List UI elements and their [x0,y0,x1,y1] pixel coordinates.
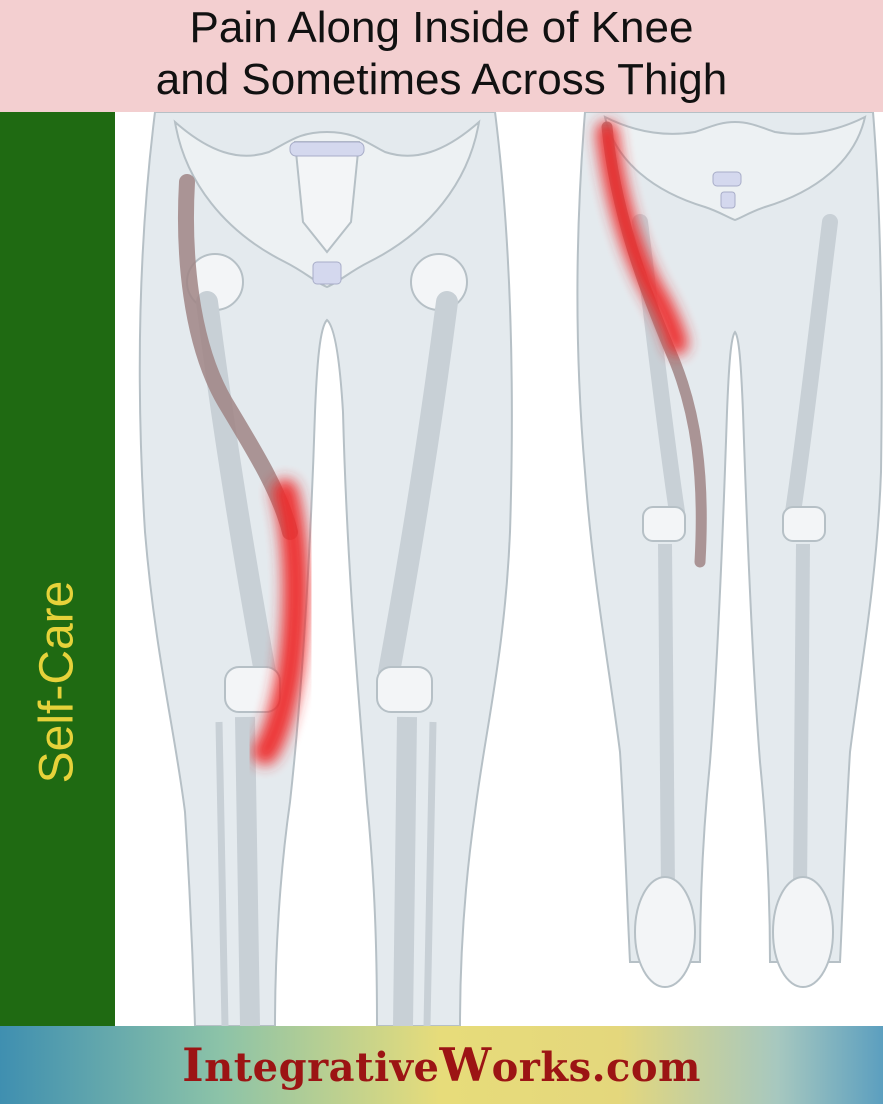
large-femur-right [378,291,458,683]
anatomy-svg [138,111,883,1027]
large-spine-disc [289,141,365,157]
small-pelvis [603,115,867,222]
small-knee-right [782,506,826,542]
small-foot-right [772,876,834,988]
large-fibula-left [215,721,229,1027]
large-fibula-right [423,721,437,1027]
large-knee-right [376,666,433,713]
large-femur-left [196,291,276,683]
small-tibia-left [658,543,675,893]
small-spine-disc [712,171,742,187]
small-figure [576,111,883,988]
sidebar-label: Self-Care [30,580,84,784]
small-femur-right [785,214,838,520]
large-coccyx [312,261,342,285]
brand-initial-i: I [182,1038,205,1092]
brand-logo-text[interactable]: IntegrativeWorks.com [0,1038,883,1092]
title-line-2: and Sometimes Across Thigh [155,55,728,104]
brand-initial-w: W [439,1038,492,1092]
title-banner: Pain Along Inside of Knee and Sometimes … [0,0,883,112]
large-pain-zone [252,479,309,765]
self-care-sidebar: Self-Care [0,112,115,1026]
title-line-1: Pain Along Inside of Knee [189,3,694,52]
large-tibia-right [393,716,417,1027]
brand-rest-1: ntegrative [204,1044,440,1091]
brand-footer: IntegrativeWorks.com [0,1026,883,1104]
small-knee-left [642,506,686,542]
small-tibia-right [793,543,810,893]
leg-anatomy-illustration [115,111,883,1027]
small-coccyx [720,191,736,209]
small-foot-left [634,876,696,988]
brand-rest-2: orks.com [491,1044,701,1091]
small-pain-zone [596,121,688,355]
large-figure [138,111,513,1027]
large-body-silhouette [138,111,513,1027]
large-tibia-left [235,716,260,1027]
